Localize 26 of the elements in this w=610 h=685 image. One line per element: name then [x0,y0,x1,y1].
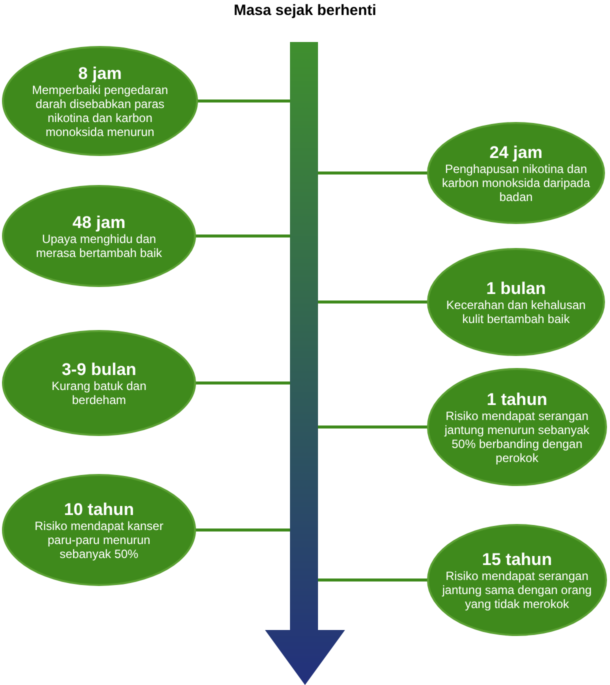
connector-line [318,300,428,304]
milestone-description: Risiko mendapat kanser paru-paru menurun sebanyak 50% [34,518,164,560]
milestone-heading: 24 jam [490,142,542,162]
milestone-heading: 8 jam [78,64,122,82]
milestone-description: Kecerahan dan kehalusan kulit bertambah baik [445,298,587,326]
milestone-heading: 15 tahun [482,550,552,568]
timeline-arrow [265,42,345,685]
milestone-description: Risiko mendapat serangan jantung menurun sebanyak 50% berbanding dengan perokok [443,408,590,464]
connector-line [195,528,290,532]
milestone-heading: 1 tahun [486,390,548,408]
connector-line [197,100,290,102]
milestone-heading: 48 jam [72,212,126,232]
milestone-heading: 3-9 bulan [62,360,136,378]
connector-line [318,426,428,428]
connector-line [318,172,428,174]
connector-line [195,382,290,384]
connector-line [318,578,428,582]
milestone-description: Penghapusan nikotina dan karbon monoksida daripada badan [441,162,591,204]
title: Masa sejak berhenti [232,2,378,19]
milestone-heading: 1 bulan [486,278,546,298]
milestone-heading: 10 tahun [64,500,134,518]
milestone-description: Risiko mendapat serangan jantung sama dengan orang yang tidak merokok [442,568,592,610]
connector-line [195,234,290,238]
milestone-description: Memperbaiki pengedaran darah disebabkan paras nikotina dan karbon monoksida menurun [30,82,170,138]
milestone-description: Kurang batuk dan berdeham [50,378,148,406]
milestone-description: Upaya menghidu dan merasa bertambah baik [34,232,164,260]
